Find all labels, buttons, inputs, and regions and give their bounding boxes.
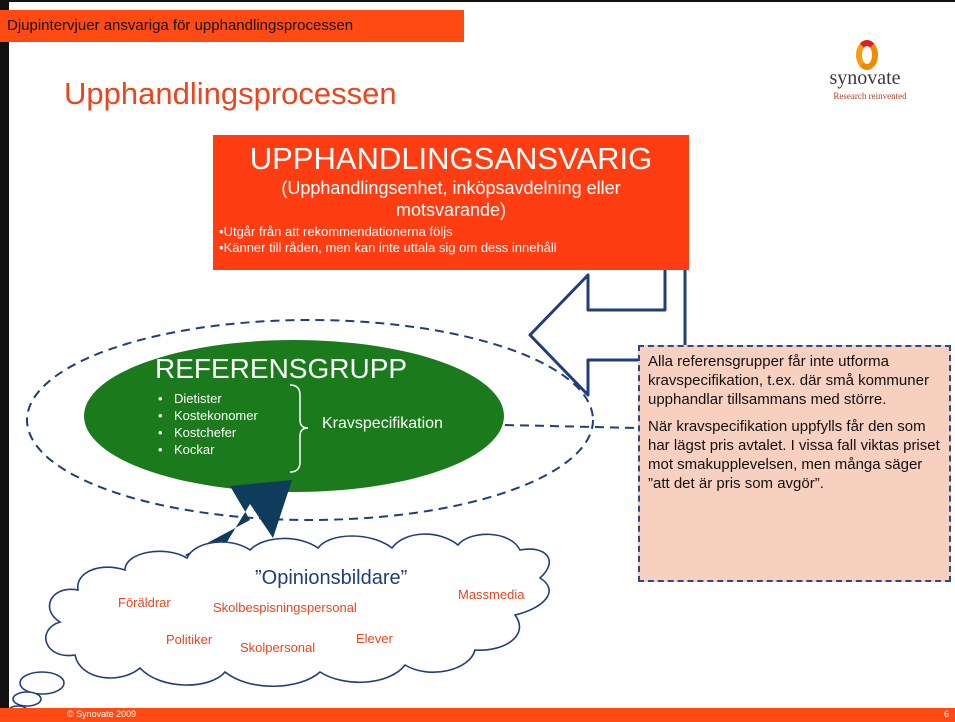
members-bracket [289,384,309,473]
note-box: Alla referensgrupper får inte utforma kr… [638,345,951,582]
footer-copyright: © Synovate 2009 [67,709,137,719]
logo-tagline: Research reinvented [833,91,907,101]
procurement-owner-subtitle: (Upphandlingsenhet, inköpsavdelning elle… [281,178,621,220]
reference-member: Kockar [158,441,258,458]
procurement-owner-bullet: Känner till råden, men kan inte uttala s… [219,240,683,256]
slide-title: Upphandlingsprocessen [64,76,397,111]
reference-member: Kostchefer [158,424,258,441]
note-paragraph: När kravspecifikation uppfylls får den s… [648,418,940,492]
reference-group-outcome: Kravspecifikation [322,415,443,432]
logo-ring-icon [856,40,878,70]
thought-bubble-large [19,671,65,695]
frame-left-border [0,0,9,722]
procurement-owner-bullets: Utgår från att rekommendationerna följs … [219,224,683,256]
cloud-word-foraldrar: Föräldrar [118,595,171,610]
cloud-word-skolpersonal: Skolpersonal [240,640,316,655]
reference-group-members: Dietister Kostekonomer Kostchefer Kockar [158,390,258,458]
procurement-owner-title: UPPHANDLINGSANSVARIG [249,141,653,176]
footer-page-number: 6 [943,709,949,719]
note-connector-line [504,424,639,429]
opinion-cloud [45,533,551,687]
procurement-owner-bullet: Utgår från att rekommendationerna följs [219,224,683,240]
cloud-word-politiker: Politiker [166,632,213,647]
cloud-word-elever: Elever [356,631,393,646]
cloud-word-skolbespisning: Skolbespisningspersonal [213,600,357,615]
reference-boundary-ellipse [26,319,594,521]
reference-group-title: REFERENSGRUPP [155,353,408,384]
cloud-word-massmedia: Massmedia [458,587,525,602]
frame-top-border [0,0,955,2]
thought-bubble-medium [12,691,42,707]
logo-word: synovate [829,67,901,89]
reference-member: Kostekonomer [158,407,258,424]
note-paragraph: Alla referensgrupper får inte utforma kr… [648,353,929,408]
reference-member: Dietister [158,390,258,407]
footer-bar: © Synovate 2009 6 [0,708,955,722]
cloud-title: ”Opinionsbildare” [255,567,408,589]
header-tag: Djupintervjuer ansvariga för upphandling… [0,10,464,42]
synovate-logo: synovate Research reinvented [815,40,925,120]
procurement-owner-box: UPPHANDLINGSANSVARIG (Upphandlingsenhet,… [213,135,689,270]
